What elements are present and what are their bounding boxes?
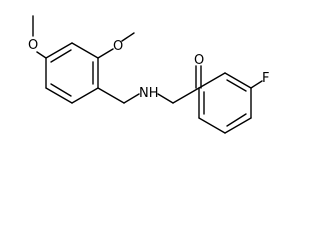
bond <box>45 87 73 104</box>
bond <box>121 32 135 42</box>
bond <box>97 48 114 59</box>
carbonyl-oxygen: O <box>194 53 204 68</box>
amine-label: NH <box>139 86 159 101</box>
methoxy-oxygen-left: O <box>28 38 38 53</box>
double-bond <box>226 79 247 92</box>
fluorine-bond <box>250 80 263 89</box>
double-bond <box>226 113 247 127</box>
methoxy-group-left <box>32 15 47 59</box>
bond <box>172 87 200 104</box>
fluorophenyl-ring <box>198 72 252 134</box>
bond <box>224 117 252 134</box>
carbonyl-group <box>195 65 202 89</box>
fluorine-label: F <box>262 71 269 86</box>
double-bond <box>50 49 72 63</box>
dimethoxyphenyl-ring <box>45 42 99 104</box>
structure-drawing: O O NH O F <box>28 15 269 134</box>
bond <box>71 87 99 104</box>
bond <box>224 72 252 89</box>
double-bond <box>50 83 72 97</box>
bond <box>97 87 125 104</box>
methoxy-oxygen-top: O <box>113 39 123 54</box>
bond <box>71 42 99 59</box>
bond <box>198 72 226 89</box>
linker-chain <box>97 87 200 104</box>
bond <box>45 42 73 59</box>
bond <box>123 93 140 104</box>
bond <box>36 51 47 59</box>
bond <box>157 93 174 104</box>
bond <box>198 117 226 134</box>
methoxy-group-top <box>97 32 135 59</box>
chemical-structure: O O NH O F <box>28 15 269 134</box>
